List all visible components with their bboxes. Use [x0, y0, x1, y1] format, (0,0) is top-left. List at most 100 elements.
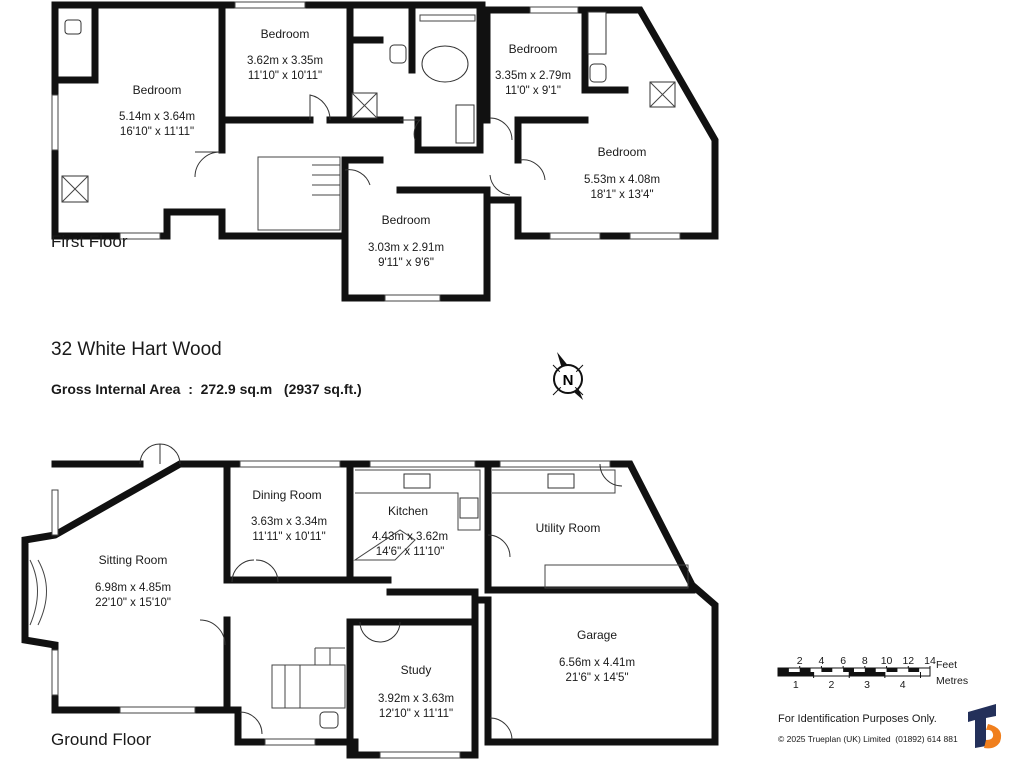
door-swing: [344, 169, 371, 186]
hob-icon: [459, 497, 479, 519]
room-dimensions-metric: 5.14m x 3.64m: [119, 111, 195, 123]
compass-north-letter: N: [563, 372, 574, 389]
scale-feet-tick-label: 10: [881, 655, 893, 667]
room-dimensions-metric: 3.92m x 3.63m: [378, 693, 454, 705]
shower-icon: [61, 175, 89, 203]
scale-metre-tick-label: 2: [829, 679, 835, 691]
room-dimensions-imperial: 11'10" x 10'11": [248, 70, 322, 82]
room-dimensions-imperial: 21'6" x 14'5": [565, 672, 628, 684]
room-name: Dining Room: [252, 488, 321, 502]
scale-block: [821, 668, 833, 672]
first-floor-window: [51, 94, 59, 151]
scale-block: [908, 668, 920, 672]
door-swing: [309, 94, 331, 121]
door-swing: [489, 717, 513, 741]
room-dimensions-metric: 6.56m x 4.41m: [559, 657, 635, 669]
first-floor-window: [384, 294, 441, 302]
room-dimensions-imperial: 22'10" x 15'10": [95, 597, 171, 609]
scale-block: [886, 668, 898, 672]
door-swing: [194, 151, 221, 178]
kitchen-worktop: [355, 469, 481, 531]
scale-feet-tick-label: 8: [862, 655, 868, 667]
ground-floor-window: [119, 706, 196, 714]
first-floor-interior-walls: [51, 1, 629, 240]
room-dimensions-imperial: 14'6" x 11'10": [376, 546, 445, 558]
room-name: Bedroom: [382, 213, 431, 227]
ground-floor-window: [264, 738, 316, 746]
scale-block: [849, 672, 885, 676]
room-name: Bedroom: [598, 145, 647, 159]
door-swing: [239, 711, 263, 735]
scale-feet-tick-label: 14: [924, 655, 936, 667]
room-name: Bedroom: [509, 42, 558, 56]
scale-feet-tick-label: 6: [840, 655, 846, 667]
door-swing: [231, 559, 279, 583]
bath-icon: [421, 45, 469, 83]
scale-feet-tick-label: 12: [902, 655, 914, 667]
scale-block: [778, 668, 789, 672]
room-name: Kitchen: [388, 504, 428, 518]
stairs-icon: [257, 156, 341, 231]
room-dimensions-metric: 5.53m x 4.08m: [584, 174, 660, 186]
room-dimensions-metric: 3.35m x 2.79m: [495, 70, 571, 82]
bay-window: [29, 559, 47, 626]
ground-floor-plan: [21, 443, 719, 759]
utility-worktop: [492, 469, 689, 589]
french-doors: [139, 443, 181, 465]
compass-icon: N: [552, 352, 584, 400]
sink-icon: [403, 473, 431, 489]
ground-floor-window: [51, 649, 59, 696]
room-name: Utility Room: [536, 521, 601, 535]
room-dimensions-metric: 4.43m x 3.62m: [372, 531, 448, 543]
room-dimensions-imperial: 18'1" x 13'4": [590, 189, 653, 201]
first-floor-plan: [51, 1, 719, 302]
first-floor-window: [234, 1, 306, 9]
basin-icon: [455, 104, 475, 144]
door-swing: [199, 619, 226, 646]
room-dimensions-metric: 3.03m x 2.91m: [368, 242, 444, 254]
scale-feet-tick-label: 4: [819, 655, 825, 667]
room-name: Bedroom: [261, 27, 310, 41]
disclaimer-text: For Identification Purposes Only.: [778, 713, 937, 725]
room-dimensions-imperial: 11'11" x 10'11": [252, 531, 325, 543]
toilet-icon: [389, 44, 407, 64]
scale-block: [778, 672, 814, 676]
room-labels: Bedroom 5.14m x 3.64m 16'10" x 11'11" Be…: [95, 27, 660, 720]
trueplan-logo: [968, 704, 1002, 749]
scale-block: [843, 668, 854, 672]
door-swing: [487, 534, 511, 558]
property-title: 32 White Hart Wood: [51, 339, 222, 360]
first-floor-window: [549, 232, 601, 240]
ground-floor-window: [499, 460, 611, 468]
first-floor-window: [529, 6, 579, 14]
door-swing: [489, 174, 511, 196]
shower-icon: [351, 92, 378, 119]
toilet-icon: [319, 711, 339, 729]
scale-block: [799, 668, 811, 672]
scale-feet-tick-label: 2: [797, 655, 803, 667]
room-name: Study: [401, 663, 432, 677]
scale-metres-label: Metres: [936, 675, 968, 687]
gross-internal-area: Gross Internal Area : 272.9 sq.m (2937 s…: [51, 381, 362, 397]
door-swing: [519, 159, 546, 181]
scale-metre-tick-label: 4: [900, 679, 906, 691]
first-floor-window: [629, 232, 681, 240]
ground-floor-window: [239, 460, 341, 468]
room-dimensions-metric: 3.63m x 3.34m: [251, 516, 327, 528]
ground-floor-window: [369, 460, 476, 468]
stairs-icon: [271, 647, 346, 709]
room-dimensions-imperial: 11'0" x 9'1": [505, 85, 561, 97]
toilet-icon: [64, 19, 82, 35]
door-swing: [599, 463, 623, 487]
room-dimensions-metric: 3.62m x 3.35m: [247, 55, 323, 67]
ground-floor-interior-walls: [223, 460, 696, 759]
room-name: Garage: [577, 628, 617, 642]
ground-floor-window: [379, 751, 461, 759]
first-floor-window: [119, 232, 161, 240]
kitchen-island: [353, 529, 416, 561]
room-name: Sitting Room: [99, 553, 168, 567]
door-swing: [400, 119, 422, 141]
room-dimensions-imperial: 12'10" x 11'11": [379, 708, 453, 720]
bath-icon: [587, 11, 607, 55]
